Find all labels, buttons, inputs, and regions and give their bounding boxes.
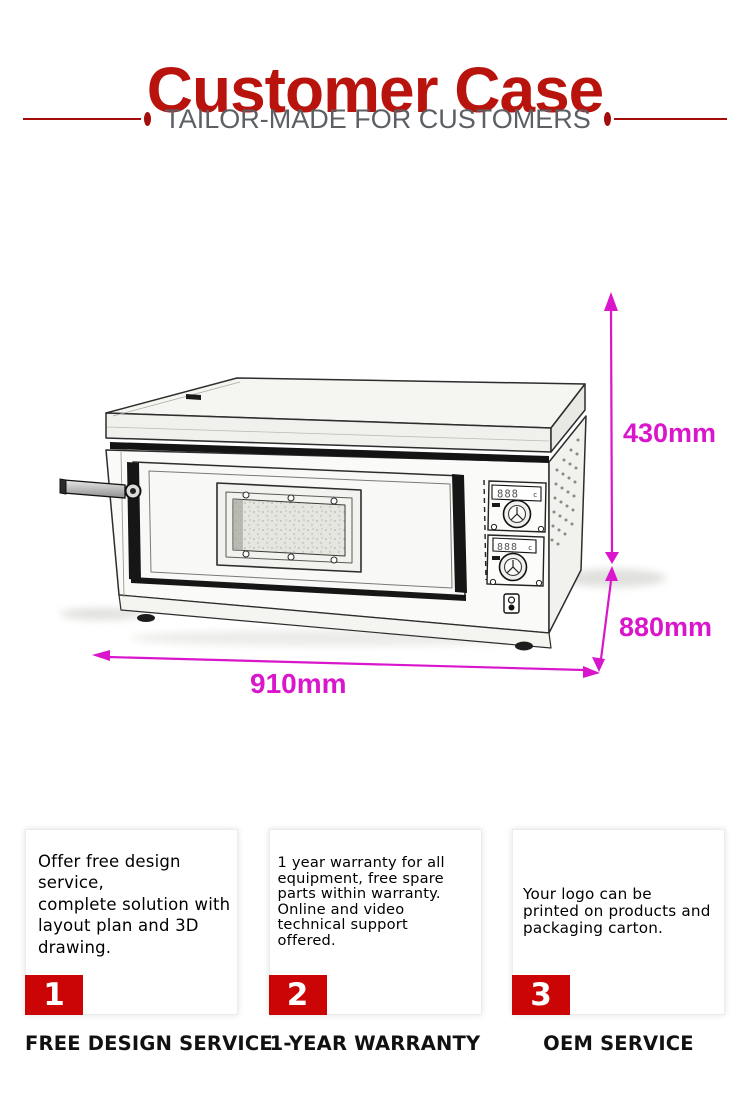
side-vent-holes [550, 438, 580, 546]
feature-description: Offer free design service, complete solu… [38, 852, 231, 957]
subtitle-left-dot-icon [144, 112, 152, 126]
oven-sketch: 888 c 888 c [59, 292, 666, 678]
temp-display-top-value: 888 [497, 489, 519, 501]
lid-gap-shadow [110, 442, 549, 463]
dimension-label-height-lower: 880mm [619, 612, 713, 642]
feature-title: FREE DESIGN SERVICE [25, 1032, 273, 1055]
feature-number-badge: 3 [512, 975, 570, 1015]
feature-oem: Your logo can be printed on products and… [512, 829, 725, 1055]
dimension-arrow-430 [604, 292, 619, 564]
temp-display-bottom [492, 537, 537, 554]
temp-display-top-unit: c [533, 491, 537, 499]
page-title: Customer Case [146, 53, 605, 126]
feature-card: Offer free design service, complete solu… [25, 829, 238, 1015]
feature-description: Your logo can be printed on products and… [523, 885, 711, 937]
window-glass [232, 498, 346, 557]
feature-cards: Offer free design service, complete solu… [25, 829, 725, 1055]
feature-number-badge: 1 [25, 975, 83, 1015]
door-right-hinge-bar [452, 474, 467, 593]
feature-number-badge: 2 [268, 975, 327, 1015]
feature-warranty: 1 year warranty for all equipment, free … [268, 829, 482, 1055]
window-screws [242, 491, 338, 564]
oven-lid [105, 377, 586, 453]
feature-description: 1 year warranty for all equipment, free … [277, 854, 445, 949]
door-bottom-bar [131, 577, 466, 601]
power-switch [503, 593, 520, 614]
feature-title: 1-YEAR WARRANTY [269, 1032, 481, 1055]
dimension-label-width: 910mm [250, 668, 347, 699]
temp-display-top [491, 484, 542, 502]
feature-card: Your logo can be printed on products and… [512, 829, 725, 1015]
thermostat-bottom: 888 c [486, 534, 545, 587]
subtitle-row: TAILOR-MADE FOR CUSTOMERS [0, 101, 750, 137]
oven-dimension-diagram: 888 c 888 c [0, 140, 750, 730]
subtitle-right-line [613, 118, 727, 120]
subtitle-text: TAILOR-MADE FOR CUSTOMERS [164, 103, 591, 134]
dimension-arrows [92, 292, 619, 678]
oven-feet [137, 614, 533, 651]
dimension-label-height-upper: 430mm [623, 418, 717, 448]
lid-vent-mark [186, 394, 201, 400]
dimension-arrow-880 [592, 566, 618, 672]
subtitle-right-dot-icon [603, 112, 611, 126]
temp-display-bottom-unit: c [528, 544, 532, 552]
dimension-arrow-910 [92, 650, 600, 678]
door-window [216, 482, 362, 573]
control-panel: 888 c 888 c [483, 479, 547, 614]
feature-title: OEM SERVICE [543, 1032, 694, 1055]
feature-card: 1 year warranty for all equipment, free … [268, 829, 482, 1015]
subtitle-left-line [23, 118, 142, 120]
door-left-hinge-bar [127, 462, 141, 581]
feature-free-design: Offer free design service, complete solu… [25, 829, 273, 1055]
temp-display-bottom-value: 888 [497, 542, 518, 553]
door-handle [59, 478, 142, 500]
thermostat-top: 888 c [487, 480, 547, 533]
